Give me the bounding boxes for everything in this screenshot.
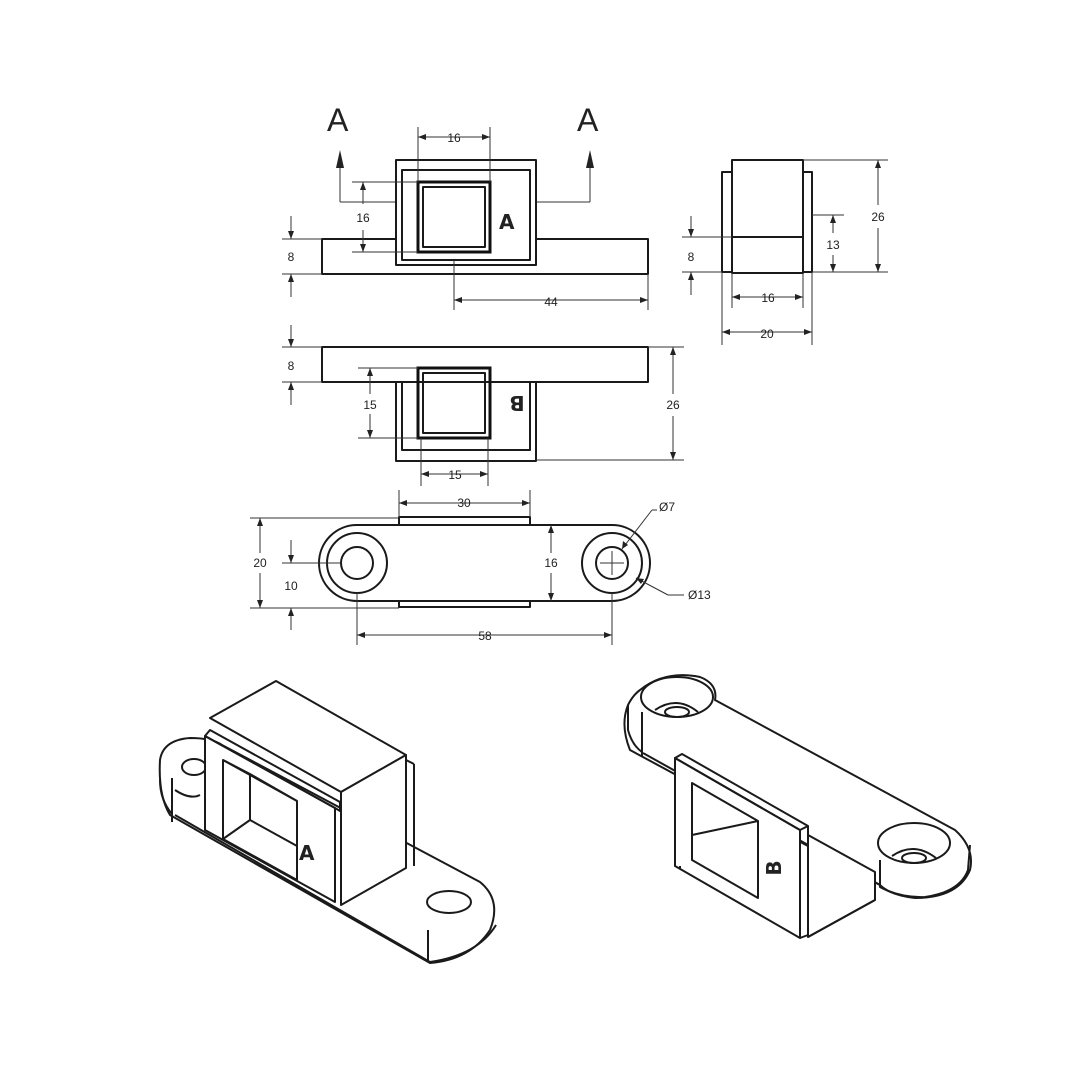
dim-plan-height-16: 16 bbox=[544, 556, 558, 570]
dim-plan-width-30: 30 bbox=[457, 496, 471, 510]
dim-plan-length-58: 58 bbox=[478, 629, 492, 643]
section-markers: A A bbox=[327, 102, 599, 203]
dim-side-width-16: 16 bbox=[761, 291, 775, 305]
iso-face-mark-a: A bbox=[299, 841, 315, 865]
bottom-view: B 8 15 26 15 bbox=[282, 325, 684, 486]
section-mark-left: A bbox=[327, 102, 349, 138]
side-view: 26 13 8 16 20 bbox=[682, 159, 888, 345]
plan-view: 30 20 10 16 58 Ø7 bbox=[250, 490, 711, 645]
dim-side-height-26: 26 bbox=[871, 210, 885, 224]
dim-bottom-height-26: 26 bbox=[666, 398, 680, 412]
iso-view-a: A bbox=[158, 680, 497, 964]
dim-side-width-20: 20 bbox=[760, 327, 774, 341]
dim-front-height-8: 8 bbox=[288, 250, 295, 264]
face-mark-b: B bbox=[509, 391, 524, 415]
face-mark-a: A bbox=[499, 210, 515, 234]
dim-plan-height-20: 20 bbox=[253, 556, 267, 570]
dim-side-height-8: 8 bbox=[688, 250, 695, 264]
dim-plan-boss-dia: Ø13 bbox=[688, 588, 711, 602]
iso-view-b: B bbox=[623, 674, 972, 939]
front-view: A 16 16 8 44 bbox=[282, 127, 649, 310]
dim-bottom-width-15: 15 bbox=[448, 468, 462, 482]
dim-side-height-13: 13 bbox=[826, 238, 840, 252]
section-mark-right: A bbox=[577, 102, 599, 138]
dim-bottom-height-8: 8 bbox=[288, 359, 295, 373]
dim-front-height-16: 16 bbox=[356, 211, 370, 225]
dim-plan-hole-dia: Ø7 bbox=[659, 500, 675, 514]
dim-bottom-height-15: 15 bbox=[363, 398, 377, 412]
dim-front-length-44: 44 bbox=[544, 295, 558, 309]
dim-plan-height-10: 10 bbox=[284, 579, 298, 593]
iso-face-mark-b: B bbox=[762, 860, 786, 875]
dim-front-width-16: 16 bbox=[447, 131, 461, 145]
